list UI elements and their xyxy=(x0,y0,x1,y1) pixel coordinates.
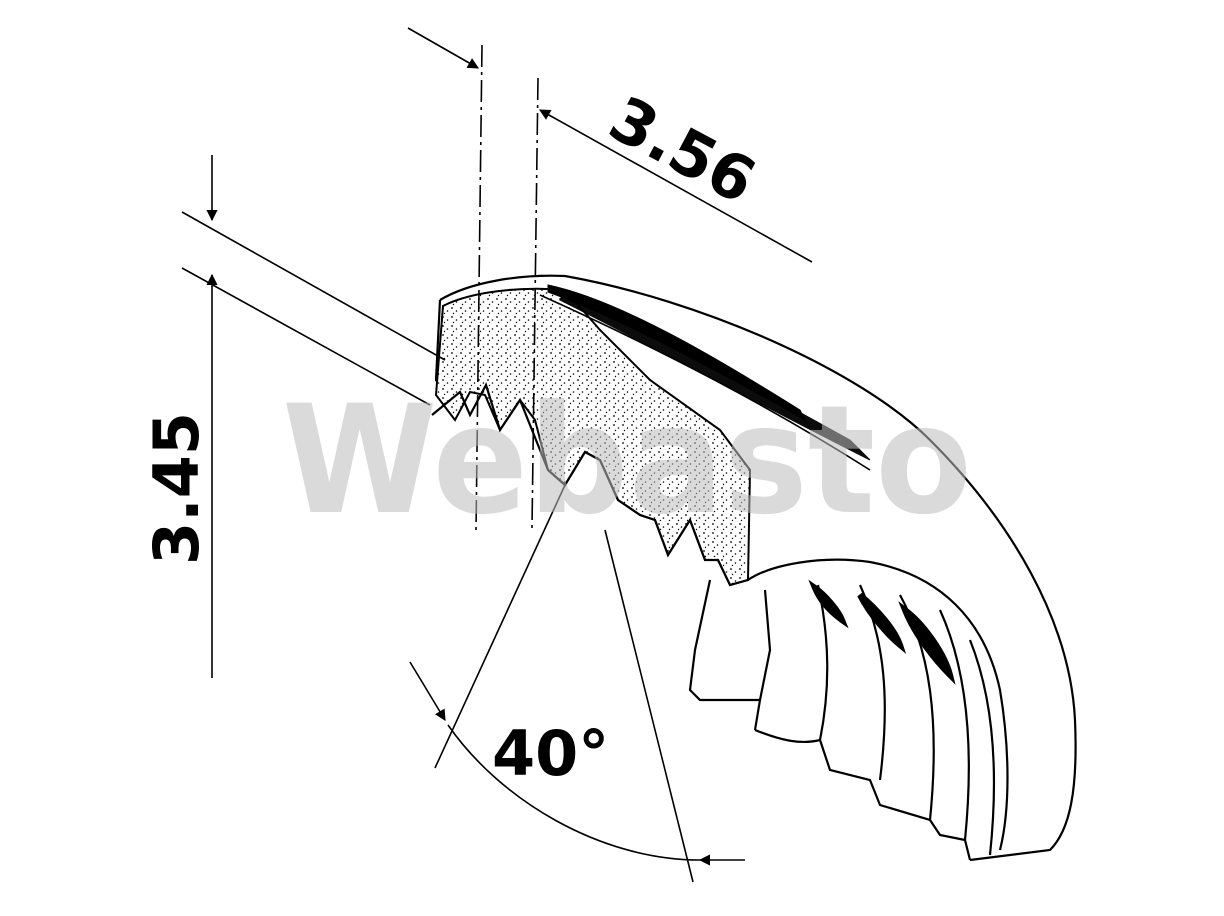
height-dimension: 3.45 xyxy=(140,155,446,678)
angle-value-label: 40° xyxy=(492,717,609,790)
webasto-watermark: Webasto xyxy=(282,374,972,548)
pitch-value-label: 3.56 xyxy=(598,82,767,218)
watermark-text: Webasto xyxy=(282,374,972,548)
height-value-label: 3.45 xyxy=(140,412,213,565)
angle-dimension: 40° xyxy=(409,484,745,883)
belt-body xyxy=(431,274,1077,862)
